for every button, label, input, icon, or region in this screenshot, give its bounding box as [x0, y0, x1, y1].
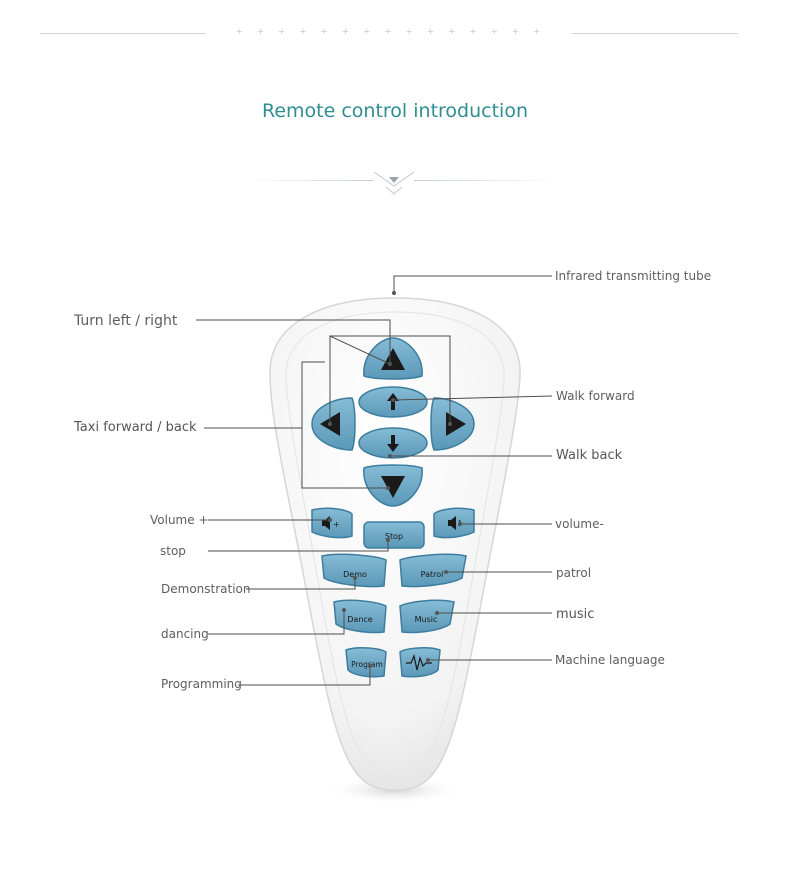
label-turn: Turn left / right	[74, 313, 178, 329]
stop-button[interactable]: Stop	[363, 521, 425, 549]
demo-button-label: Demo	[343, 570, 367, 579]
svg-text:+: +	[333, 520, 340, 529]
page-title: Remote control introduction	[262, 100, 528, 122]
title-rule-right	[414, 180, 558, 181]
program-button[interactable]: Program	[345, 647, 387, 678]
down-arrow-button[interactable]	[363, 464, 423, 507]
volume-down-button[interactable]	[433, 507, 475, 539]
label-volume-minus: volume-	[555, 517, 604, 531]
header-rule-right	[572, 33, 738, 34]
label-walk-forward: Walk forward	[556, 389, 635, 403]
label-walk-back: Walk back	[556, 448, 623, 463]
waveform-icon	[406, 654, 432, 671]
machine-language-button[interactable]	[399, 647, 441, 678]
label-programming: Programming	[161, 677, 242, 691]
dance-button[interactable]: Dance	[333, 599, 387, 634]
back-button[interactable]	[358, 427, 428, 459]
music-button[interactable]: Music	[399, 599, 455, 634]
label-taxi: Taxi forward / back	[74, 420, 197, 435]
patrol-button-label: Patrol	[421, 570, 444, 579]
label-stop: stop	[160, 544, 186, 558]
stop-button-label: Stop	[385, 532, 403, 541]
header-dots: +++++++++++++++	[236, 26, 540, 38]
remote-inner-rim	[285, 311, 505, 774]
label-dancing: dancing	[161, 627, 209, 641]
dance-button-label: Dance	[347, 615, 373, 624]
title-rule-left	[248, 180, 374, 181]
up-arrow-icon	[381, 348, 405, 370]
volume-up-button[interactable]: +	[311, 507, 353, 539]
music-button-label: Music	[415, 615, 438, 624]
demo-button[interactable]: Demo	[321, 553, 387, 588]
back-arrow-icon	[387, 435, 399, 452]
label-patrol: patrol	[556, 566, 592, 580]
label-infrared: Infrared transmitting tube	[555, 269, 712, 283]
right-arrow-button[interactable]	[430, 397, 475, 451]
leader-dots	[328, 291, 462, 668]
right-arrow-icon	[446, 412, 466, 436]
patrol-button[interactable]: Patrol	[399, 553, 467, 588]
label-volume-plus: Volume +	[150, 513, 209, 527]
label-machine-language: Machine language	[555, 653, 665, 667]
label-music: music	[556, 607, 595, 622]
leader-lines	[196, 275, 553, 686]
program-button-label: Program	[351, 660, 383, 669]
down-arrow-icon	[381, 476, 405, 498]
up-arrow-button[interactable]	[363, 337, 423, 380]
header-rule-left	[40, 33, 206, 34]
label-demonstration: Demonstration	[161, 582, 251, 596]
